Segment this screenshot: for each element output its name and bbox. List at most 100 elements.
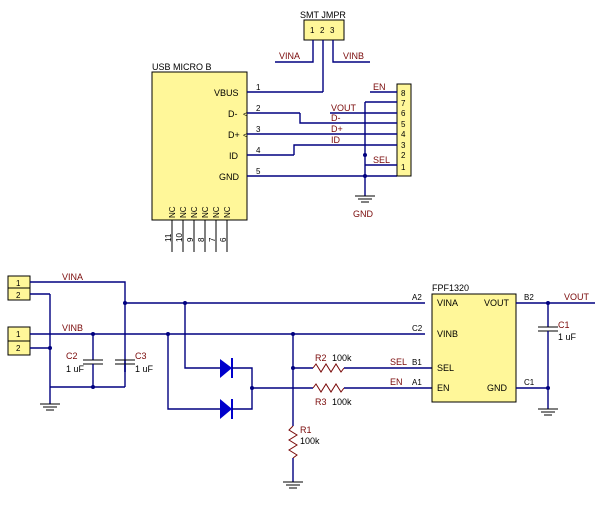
c3-value: 1 uF: [135, 364, 154, 374]
jumper-pin-3: 3: [330, 26, 335, 35]
jumper-net-vina: VINA: [279, 51, 300, 61]
header-net-dplus: D+: [331, 124, 343, 134]
ic-pin-vina: VINA: [437, 298, 458, 308]
usb-nc-pinnum: 8: [197, 237, 206, 242]
usb-nc-pinnum: 11: [164, 233, 173, 242]
wire-dminus-header: [299, 113, 397, 124]
usb-pin-vbus: VBUS: [214, 88, 239, 98]
jumper-pin-1: 1: [310, 26, 315, 35]
jumper-body: [303, 19, 345, 41]
usb-pinnum-3: 3: [256, 125, 261, 134]
ic-pinid-c2: C2: [412, 324, 423, 333]
ic-pin-sel: SEL: [437, 363, 454, 373]
usb-nc-pinnum: 6: [219, 237, 228, 242]
r1-zigzag: [288, 425, 298, 459]
ground-symbol-icon: [355, 195, 375, 203]
junction-dot: [91, 332, 95, 336]
r3-zigzag: [312, 383, 345, 393]
junction-dot: [363, 174, 367, 178]
usb-nc-label: NC: [168, 206, 177, 218]
junction-dot: [291, 366, 295, 370]
ic-pin-vout: VOUT: [484, 298, 510, 308]
ground-symbol-icon: [538, 408, 558, 416]
usb-pinnum-2: 2: [256, 104, 261, 113]
c2-value: 1 uF: [66, 364, 85, 374]
usb-nc-label: NC: [190, 206, 199, 218]
diode-b-icon: [220, 399, 232, 419]
connector-1-pin-1: 1: [16, 279, 21, 288]
wire-diode-join: [232, 367, 253, 410]
header8-pin-7: 7: [401, 99, 406, 108]
ic-pinid-a2: A2: [412, 293, 422, 302]
ground-symbol-icon: [40, 403, 60, 411]
diode-a-icon: [220, 359, 232, 378]
d-minus-marker-icon: <: [243, 110, 248, 119]
header-net-dminus: D-: [331, 113, 341, 123]
net-en: EN: [390, 377, 403, 387]
d-plus-marker-icon: <: [243, 131, 248, 140]
jumper-net-vinb: VINB: [343, 51, 364, 61]
net-vout: VOUT: [564, 292, 590, 302]
connector-2-pin-2: 2: [16, 344, 21, 353]
usb-pin-dminus: D-: [228, 109, 238, 119]
wire-jumper-vina: [275, 40, 314, 63]
usb-pinnum-4: 4: [256, 146, 261, 155]
ic-pin-en: EN: [437, 383, 450, 393]
net-sel: SEL: [390, 357, 407, 367]
wire-id-header: [293, 144, 397, 155]
r1-value: 100k: [300, 436, 320, 446]
header8-pin-6: 6: [401, 109, 406, 118]
usb-body: [151, 71, 248, 221]
connector-2-pin-1: 1: [16, 330, 21, 339]
header8-pin-8: 8: [401, 89, 406, 98]
header-net-vout: VOUT: [331, 103, 357, 113]
usb-nc-pinnum: 9: [186, 237, 195, 242]
junction-dot: [91, 385, 95, 389]
header-net-id: ID: [331, 135, 341, 145]
junction-dot: [123, 301, 127, 305]
r3-value: 100k: [332, 397, 352, 407]
usb-title: USB MICRO B: [152, 62, 212, 72]
ic-pin-vinb: VINB: [437, 329, 458, 339]
r3-name: R3: [315, 397, 327, 407]
usb-nc-label: NC: [223, 206, 232, 218]
wire-jumper-vinb: [332, 40, 370, 63]
ic-body: [431, 293, 517, 403]
c1-value: 1 uF: [558, 332, 577, 342]
usb-pinnum-5: 5: [256, 167, 261, 176]
usb-pin-gnd: GND: [219, 172, 240, 182]
ic-pinid-c1: C1: [524, 378, 535, 387]
junction-dot: [48, 346, 52, 350]
r2-name: R2: [315, 353, 327, 363]
header-net-sel: SEL: [373, 155, 390, 165]
usb-nc-pinnum: 10: [175, 233, 184, 242]
ic-title: FPF1320: [432, 283, 469, 293]
net-vinb: VINB: [62, 323, 83, 333]
junction-dot: [250, 386, 254, 390]
junction-dot: [291, 332, 295, 336]
wire-diode-a: [184, 303, 220, 369]
header8-pin-2: 2: [401, 151, 406, 160]
connector-1-pin-2: 2: [16, 291, 21, 300]
net-vina: VINA: [62, 272, 83, 282]
jumper-title: SMT JMPR: [300, 10, 346, 20]
ic-pinid-b2: B2: [524, 293, 534, 302]
ic-pinid-a1: A1: [412, 378, 422, 387]
ic-pinid-b1: B1: [412, 358, 422, 367]
c3-name: C3: [135, 351, 147, 361]
junction-dot: [183, 301, 187, 305]
header8-pin-4: 4: [401, 130, 406, 139]
usb-nc-label: NC: [201, 206, 210, 218]
usb-nc-label: NC: [179, 206, 188, 218]
usb-nc-label: NC: [212, 206, 221, 218]
usb-nc-pinnum: 7: [208, 237, 217, 242]
usb-pin-id: ID: [229, 151, 239, 161]
header8-body: [396, 83, 412, 177]
c1-name: C1: [558, 320, 570, 330]
r2-zigzag: [312, 363, 345, 373]
c2-name: C2: [66, 351, 78, 361]
header8-pin-5: 5: [401, 120, 406, 129]
r1-name: R1: [300, 425, 312, 435]
